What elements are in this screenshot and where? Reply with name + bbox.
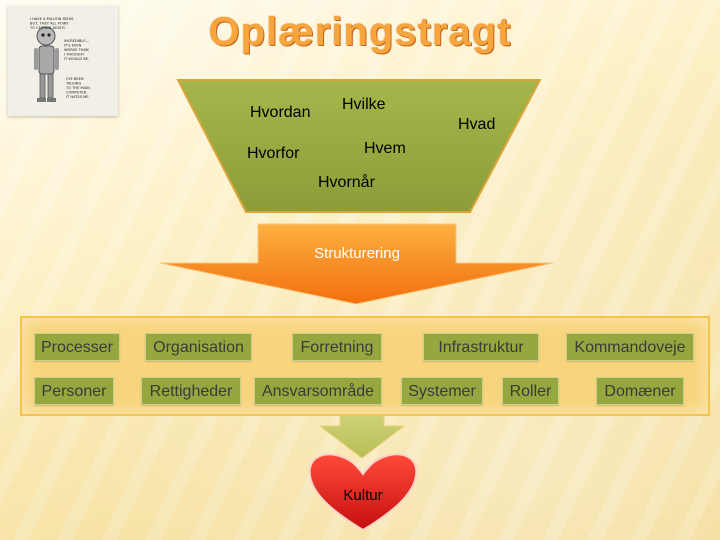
svg-text:I THOUGHT: I THOUGHT [64, 53, 85, 57]
culture-label: Kultur [343, 487, 383, 504]
svg-text:IT HATES ME.: IT HATES ME. [66, 95, 90, 99]
funnel-word-hvilke: Hvilke [342, 96, 386, 113]
funnel-word-hvad: Hvad [458, 116, 496, 133]
svg-text:IT WOULD BE.: IT WOULD BE. [64, 57, 89, 61]
logo-poster: I HAVE A MILLION IDEAS. BUT, THEY ALL PO… [8, 6, 118, 116]
category-domaener: Domæner [596, 377, 684, 405]
svg-text:TALKING: TALKING [65, 82, 81, 86]
funnel-word-hvornaar: Hvornår [318, 174, 375, 191]
category-roller: Roller [502, 377, 559, 405]
category-forretning: Forretning [292, 333, 382, 361]
category-systemer: Systemer [401, 377, 483, 405]
slide-title: Oplæringstragt [208, 10, 512, 54]
svg-text:I HAVE A MILLION IDEAS.: I HAVE A MILLION IDEAS. [30, 17, 74, 21]
funnel-word-hvorfor: Hvorfor [247, 145, 300, 162]
svg-text:WORSE THAN: WORSE THAN [64, 48, 89, 52]
category-processer: Processer [34, 333, 120, 361]
culture-arrow [318, 411, 406, 459]
svg-text:BUT, THEY ALL POINT: BUT, THEY ALL POINT [30, 22, 69, 26]
svg-text:COMPUTER.: COMPUTER. [66, 91, 87, 95]
funnel-shape [176, 79, 542, 213]
structuring-label: Strukturering [314, 245, 400, 262]
category-infrastruktur: Infrastruktur [423, 333, 539, 361]
structuring-arrow [159, 223, 554, 305]
category-ansvarsomraade: Ansvarsområde [254, 377, 382, 405]
category-kommandoveje: Kommandoveje [566, 333, 694, 361]
category-organisation: Organisation [145, 333, 252, 361]
svg-text:I'VE BEEN: I'VE BEEN [66, 77, 84, 81]
robot-poster-icon: I HAVE A MILLION IDEAS. BUT, THEY ALL PO… [8, 6, 118, 116]
svg-text:TO THE MAIN: TO THE MAIN [65, 86, 90, 90]
category-rettigheder: Rettigheder [141, 377, 241, 405]
heart-icon [308, 453, 418, 532]
svg-text:TO CERTAIN DEATH.: TO CERTAIN DEATH. [29, 26, 66, 30]
svg-text:INCREDIBLE...: INCREDIBLE... [64, 39, 89, 43]
svg-text:IT'S EVEN: IT'S EVEN [64, 44, 82, 48]
funnel-word-hvem: Hvem [364, 140, 406, 157]
funnel-word-hvordan: Hvordan [250, 104, 311, 121]
category-personer: Personer [34, 377, 114, 405]
